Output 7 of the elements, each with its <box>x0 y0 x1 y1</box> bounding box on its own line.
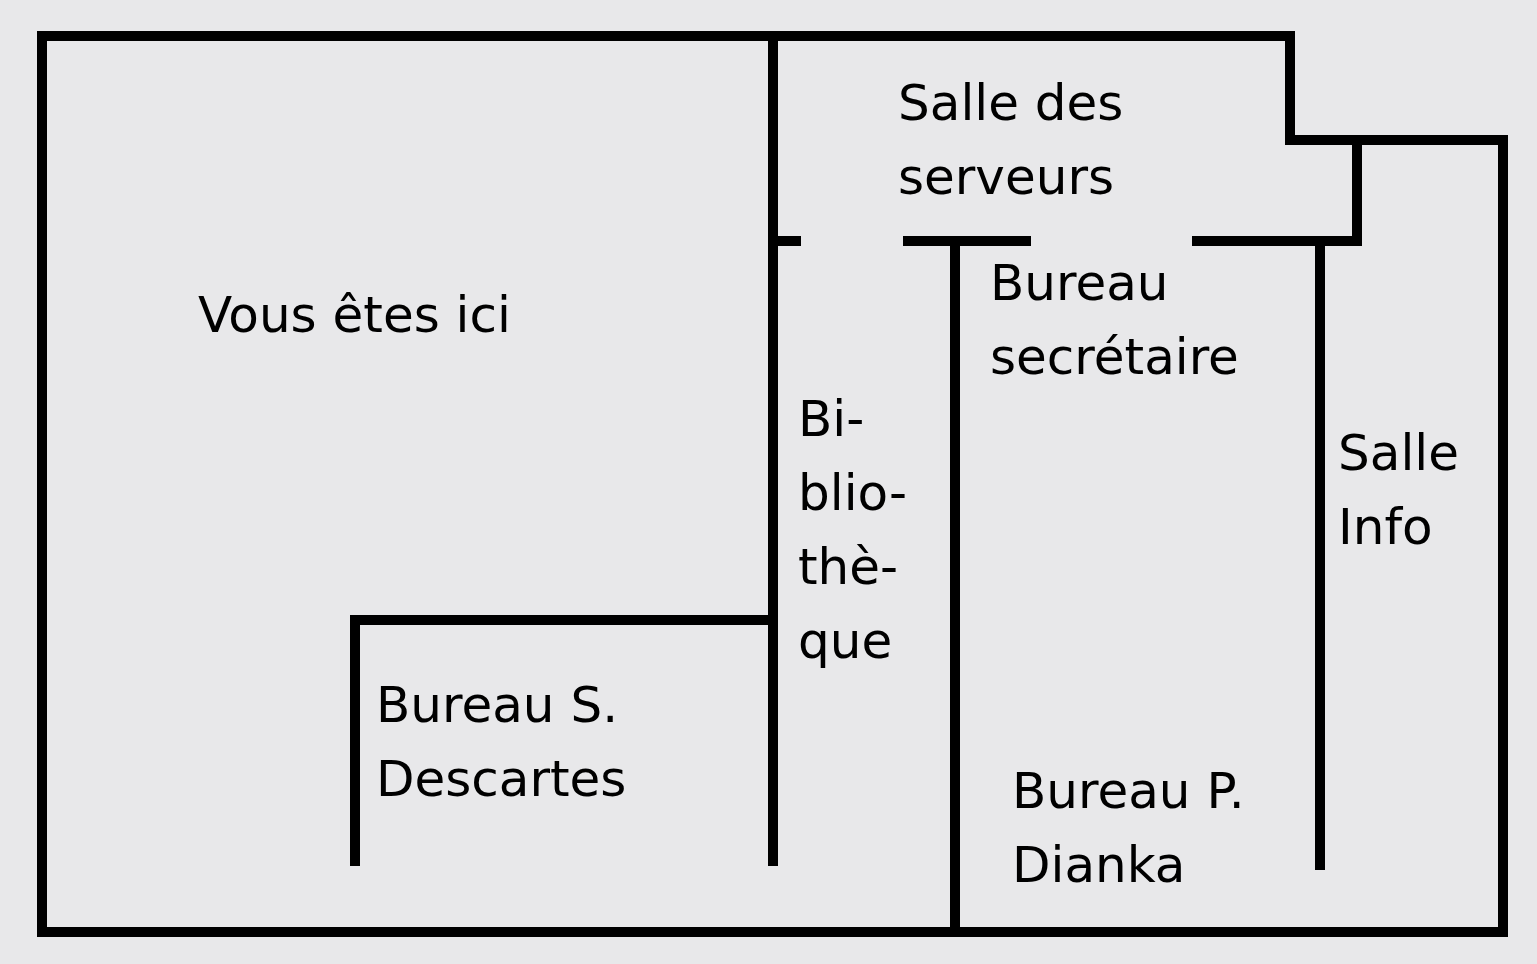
room-label: Vous êtes ici <box>198 285 512 346</box>
room-label: Salle Info <box>1338 423 1459 558</box>
room-label: Bureau S. Descartes <box>376 675 628 810</box>
room-label: Bi- blio- thè- que <box>798 389 908 672</box>
room-label: Salle des serveurs <box>898 73 1125 208</box>
room-label: Bureau P. Dianka <box>1012 761 1246 896</box>
room-label: Bureau secrétaire <box>990 253 1240 388</box>
